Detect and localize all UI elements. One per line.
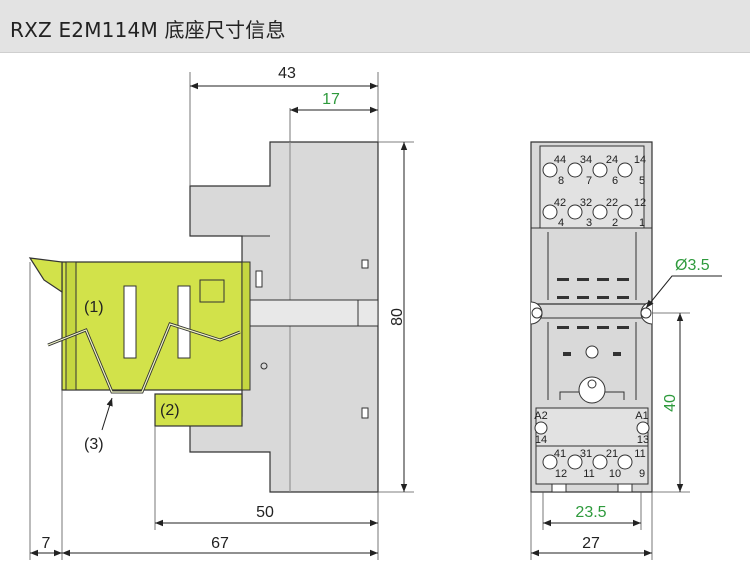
term-3: 3 (586, 217, 592, 229)
term-44: 44 (554, 154, 566, 166)
front-view: 44 34 24 14 8 7 6 5 42 32 22 12 4 3 2 1 … (530, 141, 722, 560)
term-41: 41 (554, 448, 566, 460)
term-a1: A1 (635, 410, 648, 422)
term-14b: 14 (535, 434, 547, 446)
term-1: 1 (639, 217, 645, 229)
dim-40: 40 (662, 394, 679, 412)
term-14: 14 (634, 154, 646, 166)
term-11: 11 (634, 448, 645, 460)
side-view: 43 17 80 50 67 7 (1) (2) (3) (28, 65, 414, 560)
dim-27: 27 (582, 535, 600, 552)
term-31: 31 (580, 448, 592, 460)
term-13: 13 (637, 434, 649, 446)
header-bar: RXZ E2M114M 底座尺寸信息 (0, 0, 750, 53)
term-11b: 11 (583, 468, 594, 480)
dim-23-5: 23.5 (575, 504, 606, 521)
callout-3: (3) (84, 436, 104, 453)
term-12b: 12 (555, 468, 567, 480)
term-9: 9 (639, 468, 645, 480)
dim-17: 17 (322, 91, 340, 108)
term-21: 21 (606, 448, 618, 460)
dim-dia: Ø3.5 (675, 257, 710, 274)
term-5: 5 (639, 175, 645, 187)
page-title: RXZ E2M114M 底座尺寸信息 (10, 18, 286, 42)
term-8: 8 (558, 175, 564, 187)
dim-80: 80 (389, 308, 406, 326)
clip-2 (154, 393, 243, 427)
term-6: 6 (612, 175, 618, 187)
term-7: 7 (586, 175, 592, 187)
term-2: 2 (612, 217, 618, 229)
term-a2: A2 (534, 410, 547, 422)
dim-50: 50 (256, 504, 274, 521)
term-34: 34 (580, 154, 592, 166)
term-42: 42 (554, 197, 566, 209)
term-32: 32 (580, 197, 592, 209)
dim-7: 7 (42, 535, 51, 552)
term-10: 10 (609, 468, 621, 480)
term-4: 4 (558, 217, 564, 229)
callout-2: (2) (160, 402, 180, 419)
term-12: 12 (634, 197, 646, 209)
term-24: 24 (606, 154, 618, 166)
callout-1: (1) (84, 299, 104, 316)
term-22: 22 (606, 197, 618, 209)
dim-43: 43 (278, 65, 296, 82)
dim-67: 67 (211, 535, 229, 552)
